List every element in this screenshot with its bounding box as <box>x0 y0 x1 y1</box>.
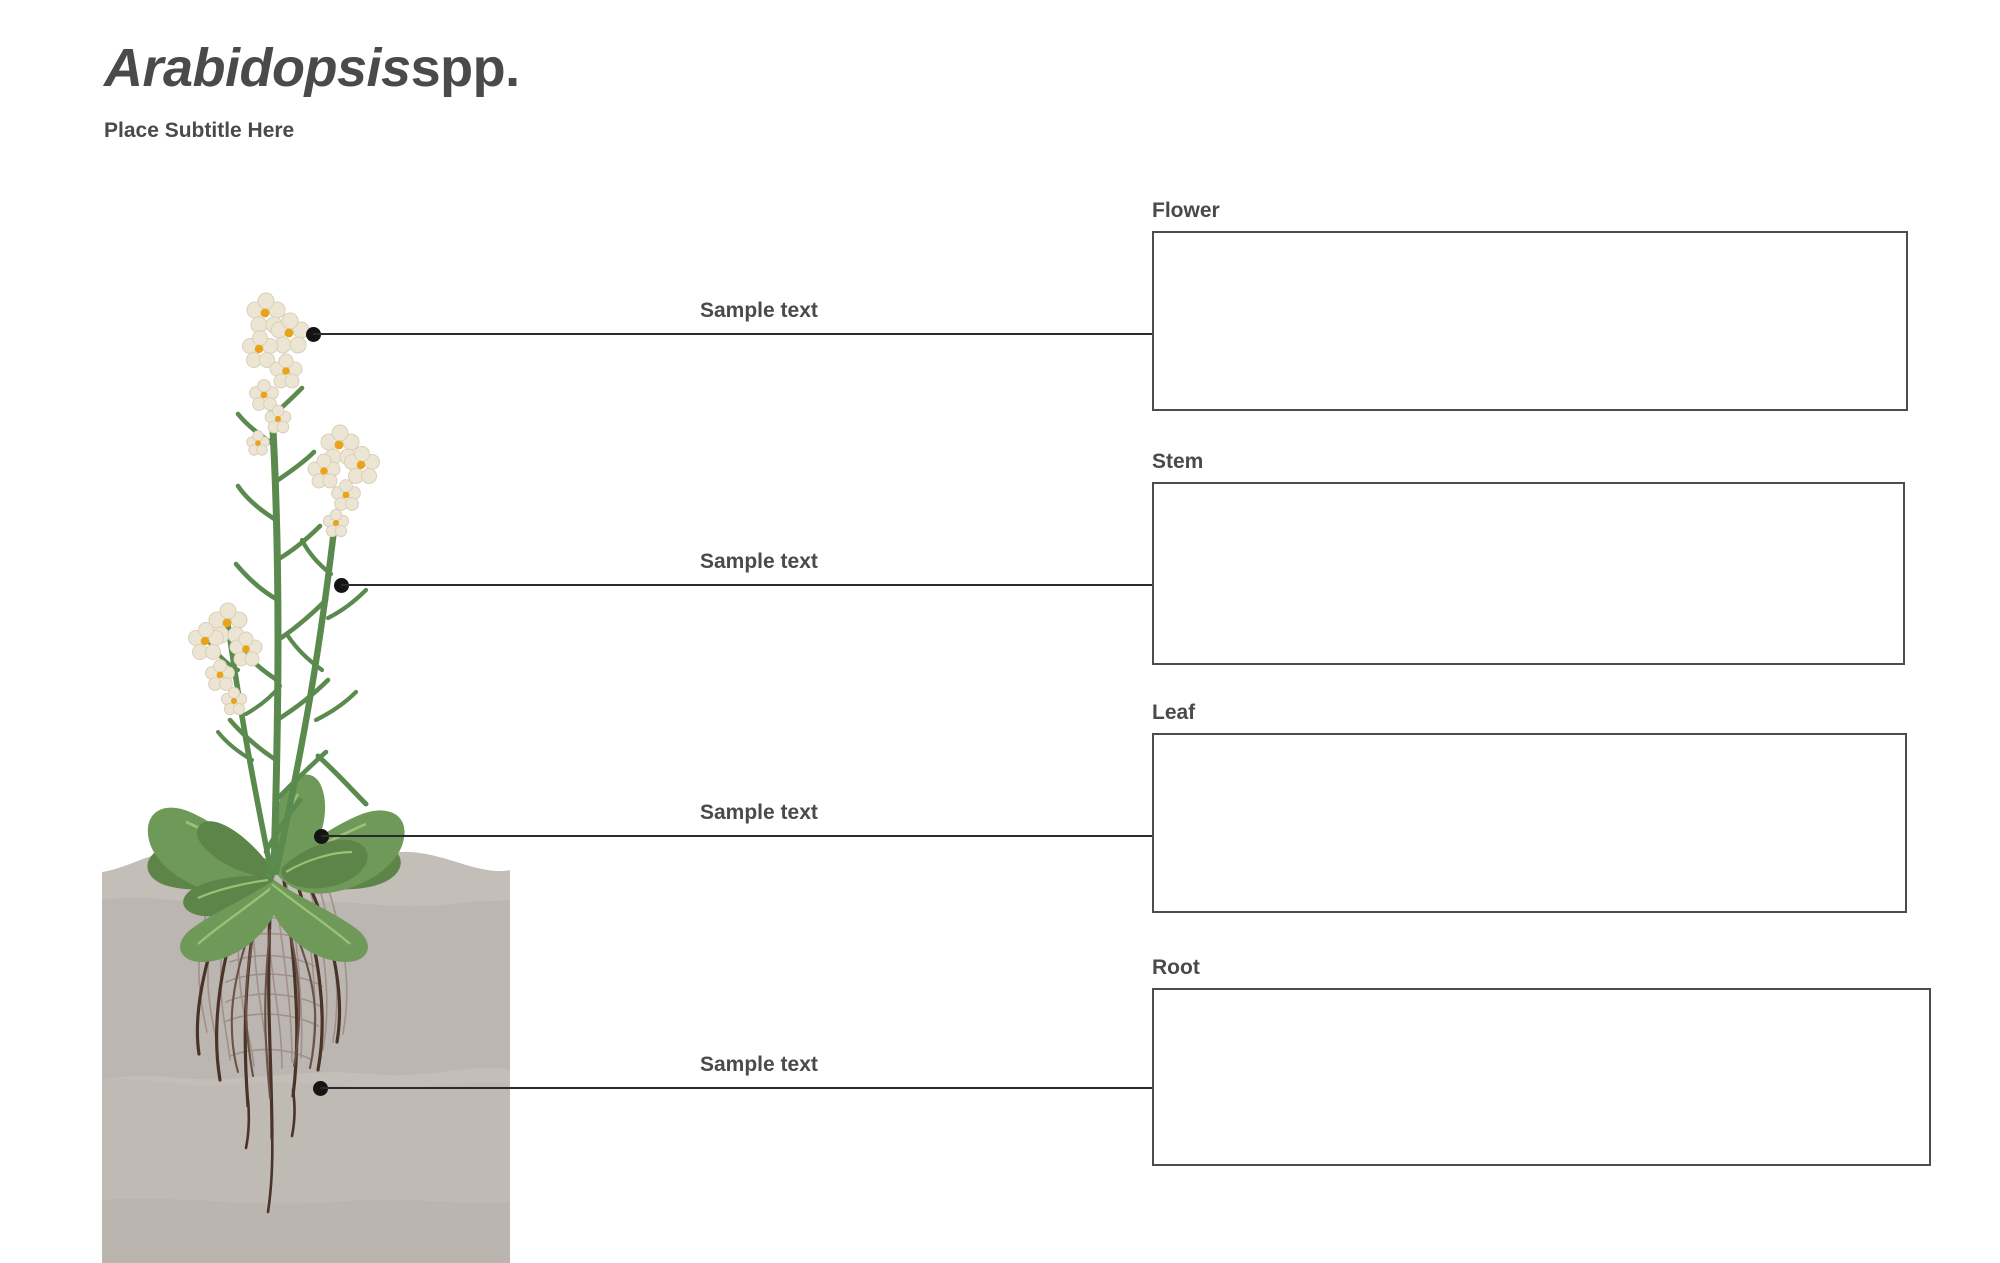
callout-label-stem: Sample text <box>700 550 818 573</box>
note-title-flower: Flower <box>1152 199 1220 222</box>
callout-label-flower: Sample text <box>700 299 818 322</box>
leader-line-root <box>320 1087 1153 1089</box>
note-group-root: Root <box>1152 957 1931 1166</box>
note-box-flower[interactable] <box>1152 231 1908 411</box>
page-subtitle: Place Subtitle Here <box>104 118 295 142</box>
note-box-leaf[interactable] <box>1152 733 1907 913</box>
note-box-stem[interactable] <box>1152 482 1905 665</box>
note-group-flower: Flower <box>1152 200 1908 411</box>
flower-clusters <box>188 292 380 716</box>
note-title-root: Root <box>1152 956 1200 979</box>
leader-line-flower <box>313 333 1153 335</box>
note-title-leaf: Leaf <box>1152 701 1196 724</box>
note-group-leaf: Leaf <box>1152 702 1907 913</box>
callout-label-leaf: Sample text <box>700 801 818 824</box>
callout-label-root: Sample text <box>700 1053 818 1076</box>
leader-line-stem <box>341 584 1153 586</box>
page-title: Arabidopsisspp. <box>104 40 1104 97</box>
arabidopsis-plant-illustration <box>0 200 560 1263</box>
title-rank: spp. <box>410 38 521 98</box>
stems-and-flowers <box>206 385 369 879</box>
note-box-root[interactable] <box>1152 988 1931 1166</box>
title-genus: Arabidopsis <box>104 38 411 98</box>
leader-line-leaf <box>321 835 1153 837</box>
note-title-stem: Stem <box>1152 450 1204 473</box>
page-header: Arabidopsisspp. Place Subtitle Here <box>104 40 1104 143</box>
note-group-stem: Stem <box>1152 451 1905 665</box>
